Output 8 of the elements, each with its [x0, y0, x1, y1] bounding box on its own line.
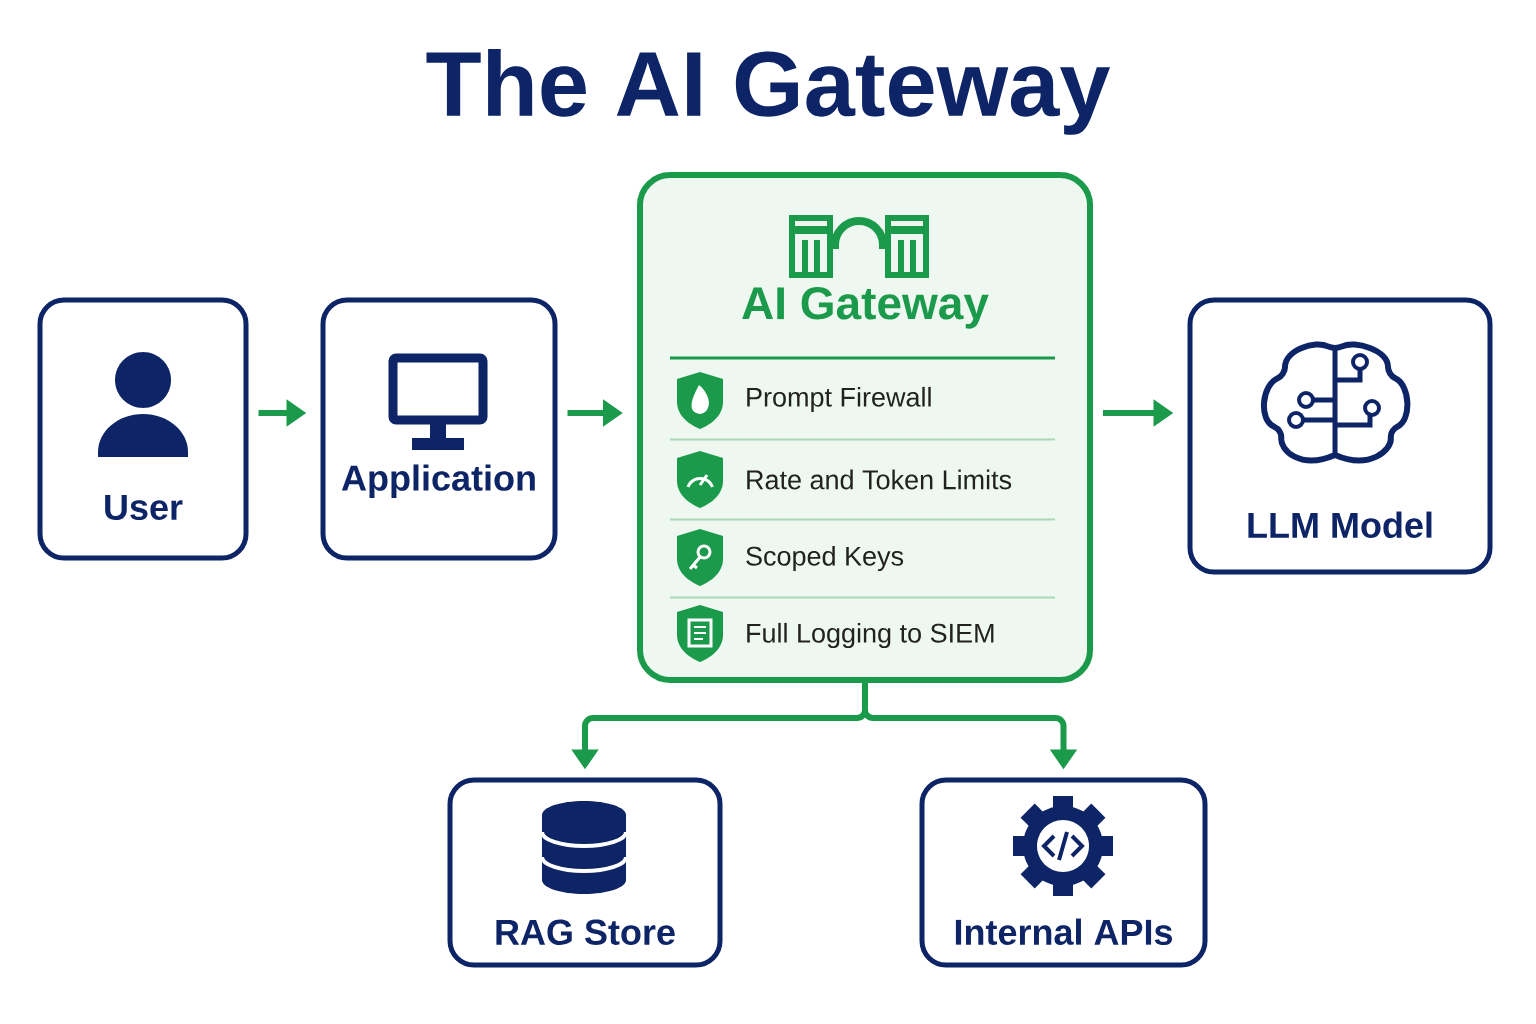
- model-box: LLM Model: [1187, 297, 1493, 575]
- title: The AI Gateway: [426, 49, 1110, 135]
- feature-row: Prompt Firewall: [747, 386, 931, 413]
- feature-row: Full Logging to SIEM: [747, 622, 994, 649]
- feature-row: Rate and Token Limits: [747, 469, 1012, 490]
- user-box: User: [37, 297, 249, 561]
- application-box: Application: [320, 297, 558, 561]
- feature-row: Scoped Keys: [746, 545, 904, 572]
